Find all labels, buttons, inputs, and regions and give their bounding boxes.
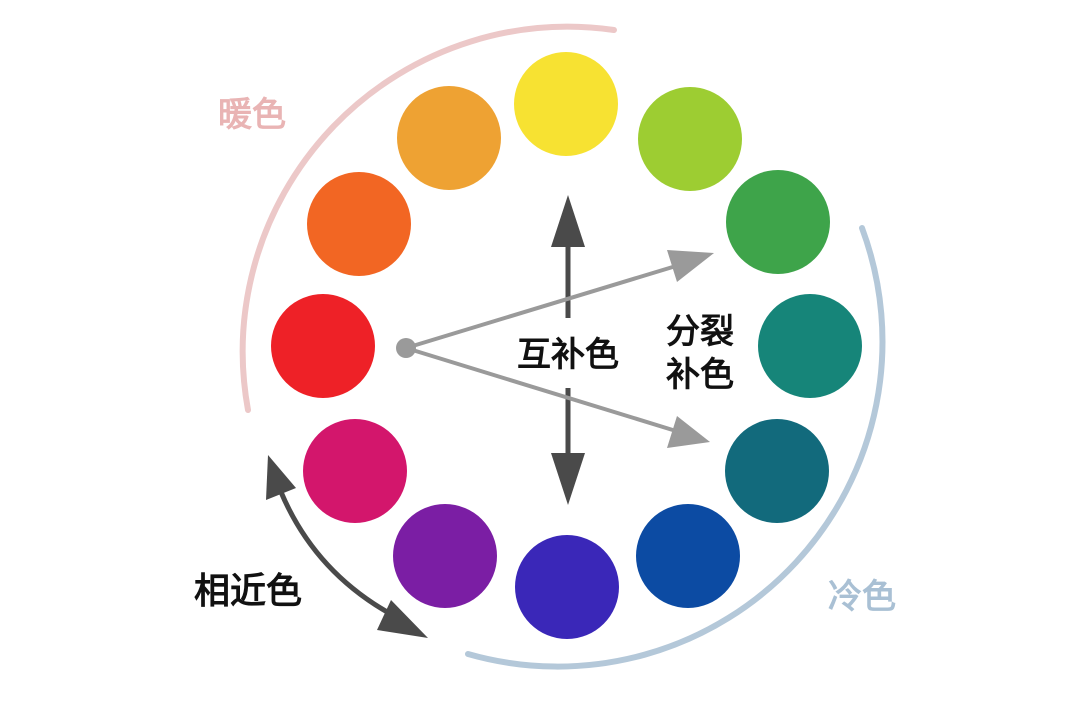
swatch-group	[271, 52, 862, 639]
split-complementary-arrows	[396, 250, 714, 448]
swatch-green	[726, 170, 830, 274]
swatch-teal	[758, 294, 862, 398]
swatch-blue-teal	[725, 419, 829, 523]
swatch-magenta	[303, 419, 407, 523]
split-complementary-label-line1: 分裂	[666, 312, 734, 352]
swatch-indigo	[515, 535, 619, 639]
warm-label: 暖色	[218, 95, 286, 135]
cool-arc	[465, 225, 886, 670]
warm-arc	[239, 23, 617, 413]
swatch-yellow	[514, 52, 618, 156]
swatch-yellow-green	[638, 87, 742, 191]
swatch-violet	[393, 504, 497, 608]
swatch-red-orange	[307, 172, 411, 276]
split-complementary-label-line2: 补色	[666, 355, 734, 395]
swatch-orange	[397, 86, 501, 190]
cool-label: 冷色	[828, 577, 896, 617]
swatch-red	[271, 294, 375, 398]
complementary-label: 互补色	[517, 335, 619, 375]
analogous-arrow	[266, 455, 428, 638]
analogous-label: 相近色	[194, 571, 302, 612]
split-center-dot	[396, 338, 416, 358]
swatch-blue	[636, 504, 740, 608]
